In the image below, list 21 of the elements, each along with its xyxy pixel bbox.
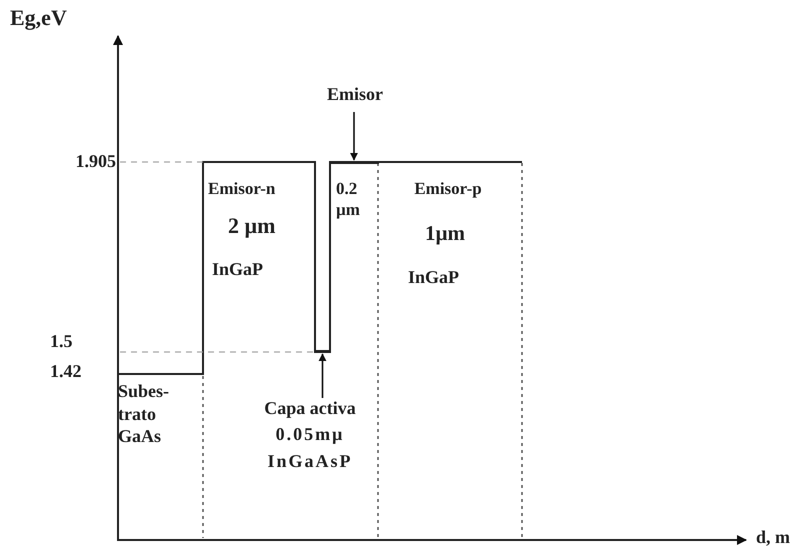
region-label: Capa activa (264, 398, 356, 420)
band-edge-segment (329, 161, 379, 164)
axis-label: d, m (756, 526, 792, 548)
region-label: Emisor-p (413, 178, 483, 200)
band-edge-segment (314, 350, 331, 353)
tick-label: 1.42 (50, 360, 82, 382)
region-label: 2 µm (228, 212, 277, 240)
region-label: Subes-trato GaAs (118, 380, 170, 448)
axis-label: Eg,eV (10, 4, 68, 32)
region-label: Emisor (327, 84, 383, 106)
region-label: Emisor-n (208, 178, 276, 200)
material-label: InGaAsP (267, 451, 352, 473)
tick-label: 1.5 (50, 330, 74, 352)
region-label: 0.2 µm (336, 178, 361, 220)
thickness-label: 0.05mµ (276, 424, 344, 446)
arrow (350, 112, 358, 161)
tick-label: 1.905 (74, 150, 116, 172)
arrow (318, 353, 326, 398)
region-label: InGaP (212, 258, 264, 280)
region-label: 1µm (424, 220, 466, 246)
region-label: InGaP (408, 266, 460, 288)
